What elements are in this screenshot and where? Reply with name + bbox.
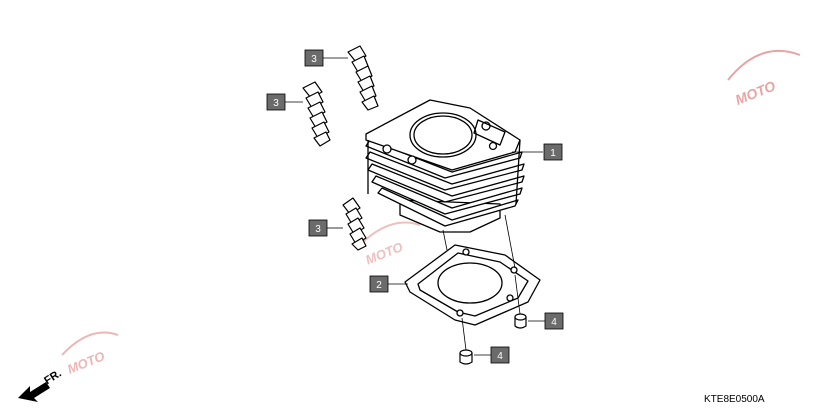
svg-text:4: 4 [497, 351, 503, 362]
callout-2: 2 [369, 275, 389, 293]
svg-text:MOTO: MOTO [363, 239, 405, 267]
rubber-damper-top [347, 45, 379, 111]
watermark-bottom-left: MOTO [61, 331, 119, 377]
front-arrow-icon [18, 382, 50, 402]
callout-4-lower: 4 [490, 346, 510, 364]
svg-text:4: 4 [551, 317, 557, 328]
svg-text:3: 3 [273, 98, 279, 109]
svg-text:3: 3 [315, 224, 321, 235]
cylinder-part [365, 99, 525, 233]
svg-text:3: 3 [311, 54, 317, 65]
svg-text:MOTO: MOTO [733, 77, 778, 108]
dowel-pin-upper [514, 313, 527, 329]
front-indicator: FR. [18, 368, 64, 402]
svg-text:1: 1 [550, 148, 556, 159]
callout-3-left: 3 [266, 93, 286, 111]
watermark-top-right: MOTO [727, 49, 801, 108]
watermark-center: MOTO [359, 221, 421, 268]
leader-lines [285, 57, 545, 356]
rubber-damper-bottom [342, 197, 367, 251]
callout-3-bottom: 3 [308, 219, 328, 237]
callout-3-top: 3 [304, 49, 324, 67]
svg-text:MOTO: MOTO [65, 348, 107, 376]
rubber-damper-left [302, 81, 331, 147]
alignment-lines [442, 214, 521, 351]
callout-1: 1 [543, 143, 563, 161]
cylinder-base-gasket [404, 244, 541, 326]
svg-text:2: 2 [376, 280, 382, 291]
dowel-pin-lower [459, 349, 473, 365]
diagram-code: KTE8E0500A [704, 394, 765, 405]
callout-4-upper: 4 [544, 312, 564, 330]
